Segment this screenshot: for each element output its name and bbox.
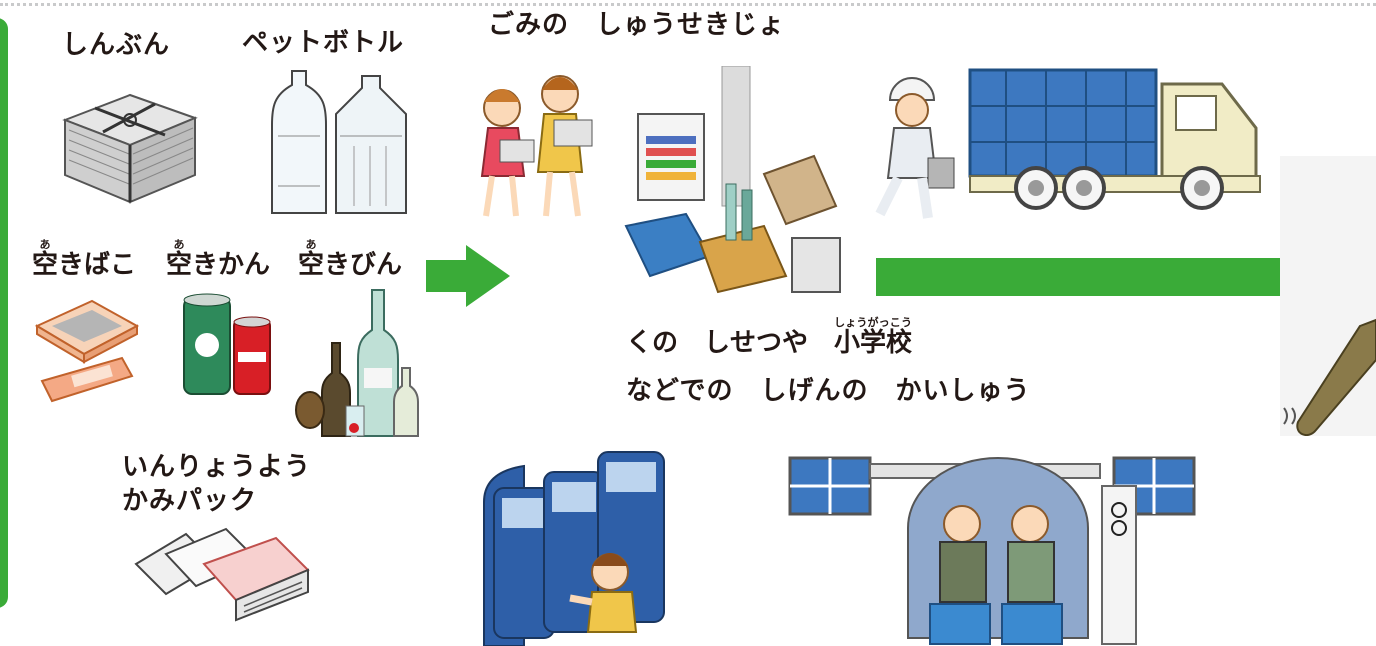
pet-bottles-icon <box>270 66 426 221</box>
cans-icon <box>178 290 278 400</box>
label-community-line1: くの しせつや 小学校しょうがっこう <box>626 316 913 358</box>
label-empty-bottle: 空あきびん <box>298 238 403 280</box>
long-right-arrow-icon <box>876 242 1376 312</box>
newspaper-bundle-icon <box>55 90 200 208</box>
worker-icon <box>868 74 960 222</box>
small-right-arrow-icon <box>426 245 510 307</box>
children-carrying-icon <box>462 66 622 228</box>
label-community-line2: などでの しげんの かいしゅう <box>626 376 1031 406</box>
label-pet-bottle: ペットボトル <box>242 28 405 58</box>
label-drink-carton-2: かみパック <box>122 486 258 516</box>
label-newspaper: しんぶん <box>62 30 171 60</box>
label-empty-can: 空あきかん <box>166 238 271 280</box>
label-drink-carton-1: いんりょうよう <box>122 452 312 482</box>
paper-box-icon <box>32 296 147 414</box>
glass-bottles-icon <box>292 288 420 440</box>
milk-cartons-icon <box>126 524 312 622</box>
school-collection-icon <box>730 448 1254 646</box>
recycling-machine-icon <box>480 432 694 646</box>
label-collection-point: ごみの しゅうせきじょ <box>488 10 786 40</box>
top-dotted-divider <box>0 3 1376 6</box>
broken-bottle-icon <box>1280 156 1376 436</box>
label-empty-box: 空あきばこ <box>32 238 137 280</box>
truck-icon <box>966 66 1264 210</box>
left-green-bar <box>0 18 8 608</box>
collection-point-icon <box>614 66 842 306</box>
